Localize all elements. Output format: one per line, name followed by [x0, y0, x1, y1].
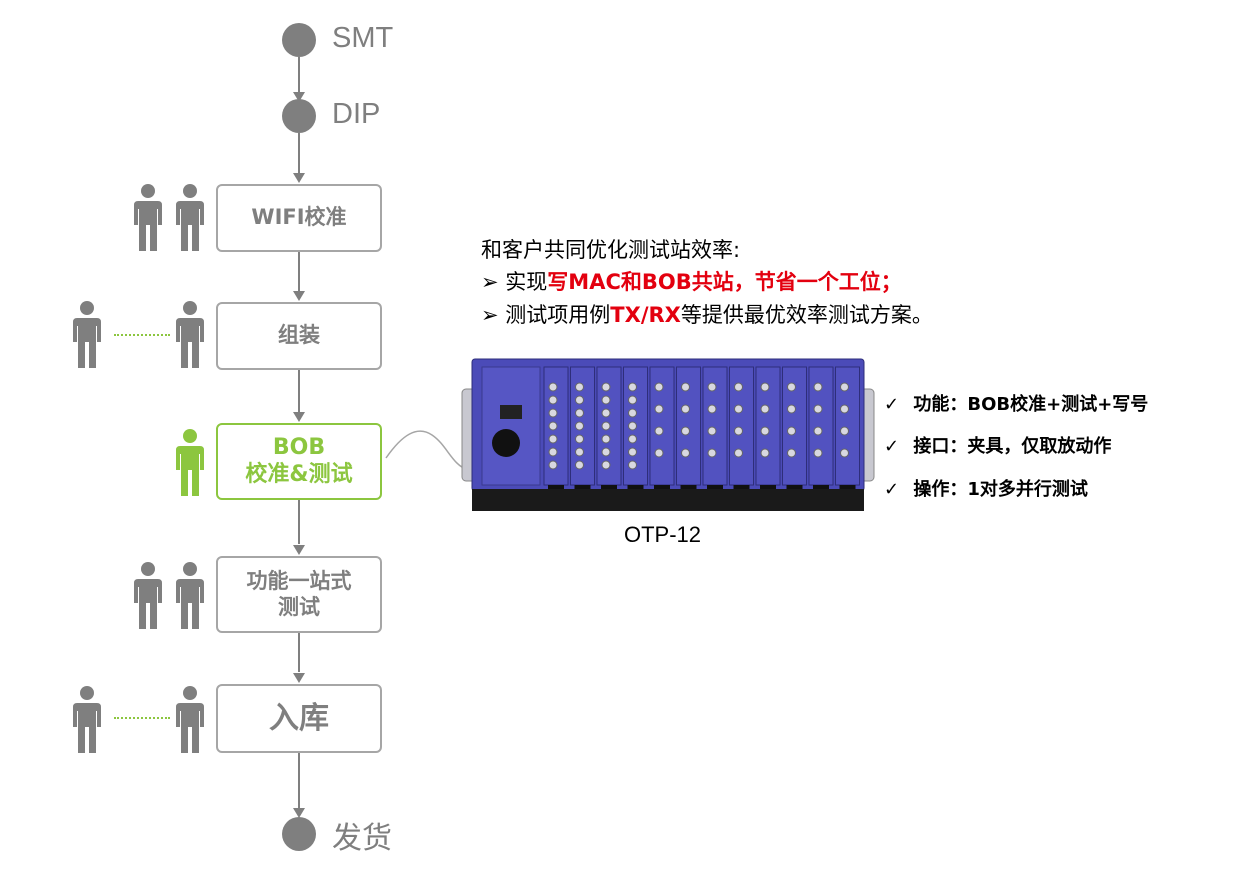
step-label-line2: 校准&测试 — [245, 461, 353, 487]
feature-item: ✓ 操作：1对多并行测试 — [884, 475, 1088, 501]
node-smt-label: SMT — [332, 22, 394, 54]
feature-text: 接口：夹具，仅取放动作 — [913, 436, 1112, 457]
connector-function-warehouse — [298, 632, 300, 672]
person-icon — [134, 562, 162, 629]
person-icon — [176, 184, 204, 251]
node-smt-dot — [282, 23, 316, 57]
person-icon-active — [176, 429, 204, 496]
person-icon — [73, 301, 101, 368]
arrow-wifi — [293, 173, 305, 183]
otp-12-device-image — [461, 358, 875, 511]
step-assembly: 组装 — [216, 302, 382, 370]
step-label-line2: 测试 — [278, 594, 320, 619]
step-label-line1: 功能一站式 — [246, 569, 352, 594]
device-caption: OTP-12 — [624, 522, 702, 547]
step-label-line1: BOB — [272, 435, 326, 461]
bullet-icon: ➢ — [481, 270, 499, 294]
connector-smt-dip — [298, 57, 300, 99]
dotted-connector — [114, 334, 170, 336]
person-icon — [176, 301, 204, 368]
dotted-connector — [114, 717, 170, 719]
feature-item: ✓ 接口：夹具，仅取放动作 — [884, 432, 1111, 458]
feature-text: 操作：1对多并行测试 — [913, 479, 1088, 500]
connector-assembly-bob — [298, 369, 300, 412]
step-bob-calibration-test: BOB 校准&测试 — [216, 423, 382, 500]
bullet-prefix: 实现 — [505, 270, 548, 294]
bullet-icon: ➢ — [481, 303, 499, 327]
check-icon: ✓ — [884, 394, 900, 415]
check-icon: ✓ — [884, 436, 900, 457]
bullet-suffix: 等提供最优效率测试方案。 — [680, 303, 933, 327]
bullet-highlight: 写MAC和BOB共站，节省一个工位； — [547, 270, 902, 294]
step-label: WIFI校准 — [251, 205, 347, 230]
person-icon — [176, 686, 204, 753]
step-wifi-calibration: WIFI校准 — [216, 184, 382, 252]
feature-item: ✓ 功能：BOB校准+测试+写号 — [884, 390, 1148, 416]
check-icon: ✓ — [884, 479, 900, 500]
connector-wifi-assembly — [298, 252, 300, 293]
node-ship-label: 发货 — [332, 822, 392, 855]
step-warehouse: 入库 — [216, 684, 382, 753]
arrow-warehouse — [293, 673, 305, 683]
connector-warehouse-ship — [298, 752, 300, 812]
step-label: 组装 — [278, 323, 320, 348]
arrow-ship — [293, 808, 305, 818]
node-ship-dot — [282, 817, 316, 851]
feature-text: 功能：BOB校准+测试+写号 — [913, 394, 1149, 415]
arrow-dip — [293, 92, 305, 102]
node-dip-label: DIP — [332, 98, 381, 130]
callout-curve — [385, 430, 469, 471]
arrow-function — [293, 545, 305, 555]
node-dip-dot — [282, 99, 316, 133]
arrow-bob — [293, 412, 305, 422]
person-icon — [176, 562, 204, 629]
bullet-highlight: TX/RX — [610, 303, 681, 327]
bullet-prefix: 测试项用例 — [505, 303, 611, 327]
step-function-test: 功能一站式 测试 — [216, 556, 382, 633]
person-icon — [134, 184, 162, 251]
intro-bullet-1: ➢ 实现写MAC和BOB共站，节省一个工位； — [481, 266, 902, 296]
intro-bullet-2: ➢ 测试项用例TX/RX等提供最优效率测试方案。 — [481, 299, 933, 329]
intro-heading: 和客户共同优化测试站效率: — [481, 238, 741, 262]
connector-dip-wifi — [298, 133, 300, 175]
person-icon — [73, 686, 101, 753]
step-label: 入库 — [269, 700, 329, 736]
connector-bob-function — [298, 499, 300, 544]
arrow-assembly — [293, 291, 305, 301]
